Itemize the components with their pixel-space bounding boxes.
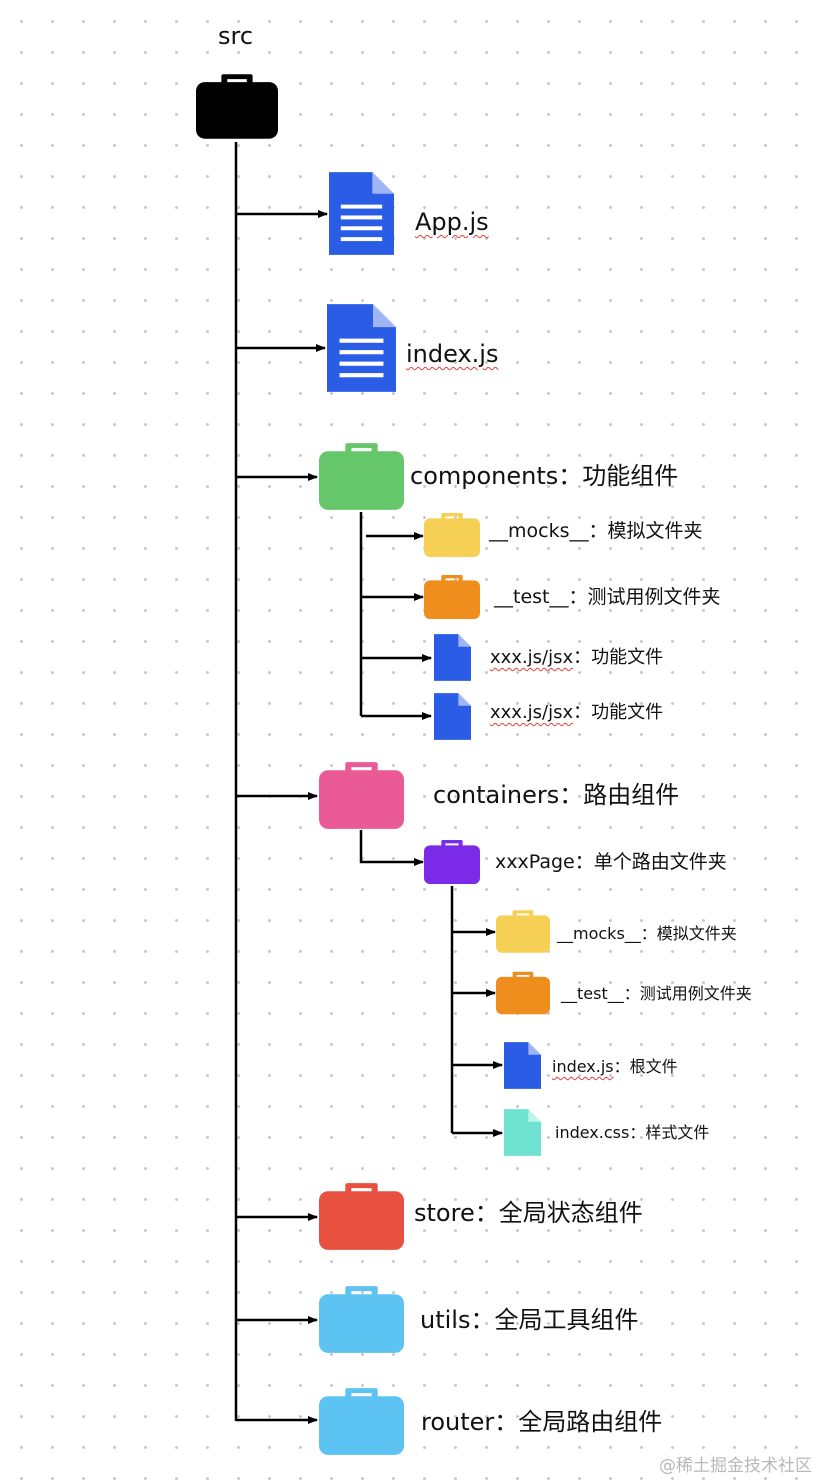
page-label: xxxPage：单个路由文件夹 [495,851,727,873]
icons [196,74,550,1455]
store-folder-icon [319,1183,404,1250]
page-test-folder-icon [496,971,550,1015]
comp-file1-label: xxx.js/jsx：功能文件 [490,649,663,667]
utils-folder-icon [319,1286,404,1353]
page-mocks-label: __mocks__：模拟文件夹 [557,924,737,943]
page-index-css-file-icon [504,1109,541,1156]
page-index-js-label: index.js：根文件 [552,1059,678,1075]
page-mocks-folder-icon [496,910,550,953]
comp-file2-label: xxx.js/jsx：功能文件 [490,704,663,722]
comp-file2-icon [434,693,471,740]
comp-file2-name: xxx.js/jsx [490,702,574,723]
app-js-doc-icon [329,172,394,255]
containers-branch-line [359,830,424,866]
containers-folder-icon [319,762,404,829]
page-index-js-desc: ：根文件 [613,1057,678,1076]
connectors [234,142,503,1424]
comp-mocks-folder-icon [424,513,480,557]
components-folder-icon [319,443,404,510]
page-test-label: __test__：测试用例文件夹 [561,984,752,1003]
comp-file1-name: xxx.js/jsx [490,647,574,668]
comp-file2-desc: ：功能文件 [573,702,664,723]
page-index-js-file-icon [504,1042,541,1089]
utils-label: utils：全局工具组件 [420,1306,639,1334]
store-label: store：全局状态组件 [414,1199,643,1227]
page-index-css-label: index.css：样式文件 [555,1123,710,1142]
index-js-doc-icon [327,304,396,392]
comp-test-label: __test__：测试用例文件夹 [494,586,721,608]
src-label: src [218,22,254,50]
router-label: router：全局路由组件 [421,1408,663,1436]
page-folder-icon [424,840,480,884]
comp-file1-desc: ：功能文件 [573,647,664,668]
watermark: @稀土掘金技术社区 [659,1456,812,1476]
index-js-name: index.js [406,340,499,368]
comp-test-folder-icon [424,575,480,619]
comp-mocks-label: __mocks__：模拟文件夹 [489,520,703,542]
components-label: components：功能组件 [410,462,679,490]
router-folder-icon [319,1388,404,1455]
index-js-label: index.js [406,342,498,366]
app-js-label: App.js [415,210,489,234]
src-folder-icon [196,74,278,139]
comp-file1-icon [434,634,471,681]
page-index-js-name: index.js [552,1057,614,1076]
containers-label: containers：路由组件 [433,781,680,809]
app-js-name: App.js [415,208,489,236]
